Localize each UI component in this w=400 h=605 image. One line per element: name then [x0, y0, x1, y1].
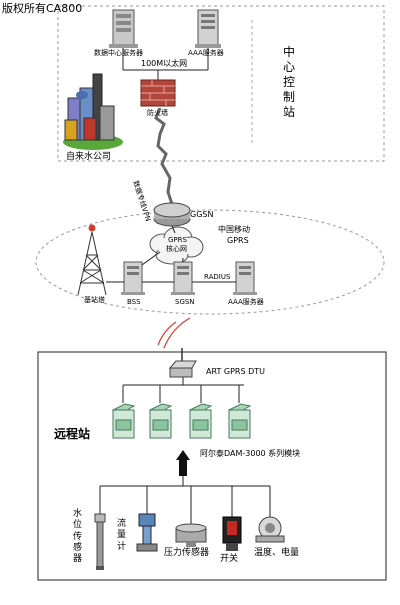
dam-module-2 [148, 403, 173, 439]
dam-module-3 [188, 403, 213, 439]
sgsn-server-icon [171, 261, 195, 295]
vpn-link [154, 107, 174, 205]
firewall-label: 防火墙 [147, 109, 168, 117]
switch-label: 开关 [220, 554, 239, 564]
gprs-dtu-icon [168, 348, 197, 378]
ggsn-label: GGSN [190, 210, 214, 219]
radio-waves-icon [157, 317, 191, 349]
data-server-icon [109, 9, 138, 48]
water-company-icon [63, 73, 123, 150]
core-label-line2: 核心网 [166, 245, 187, 253]
aaa-server-top-label: AAA服务器 [188, 49, 224, 57]
remote-station-title: 远程站 [54, 427, 91, 441]
aaa-server-bottom-label: AAA服务器 [228, 298, 264, 306]
water-level-sensor-icon [94, 513, 106, 570]
base-tower-icon [77, 224, 107, 296]
dam-module-4 [227, 403, 252, 439]
ethernet-label: 100M以太网 [141, 59, 188, 68]
firewall-icon [140, 79, 176, 107]
dtu-label: ART GPRS DTU [206, 367, 265, 376]
water-level-sensor-label: 水位传感器 [72, 509, 82, 564]
operator-label-line2: GPRS [227, 236, 249, 245]
temperature-power-label: 温度、电量 [254, 548, 300, 558]
ggsn-router-icon [153, 202, 191, 227]
modules-label: 阿尔泰DAM-3000 系列模块 [200, 449, 301, 458]
water-company-label: 自来水公司 [66, 152, 112, 162]
gprs-network-ellipse [35, 209, 385, 315]
flow-meter-label: 流量计 [116, 519, 126, 552]
data-server-label: 数据中心服务器 [94, 49, 143, 57]
control-center-frame [57, 5, 385, 162]
pressure-sensor-icon [175, 523, 207, 547]
remote-station-frame [37, 351, 387, 581]
radius-label: RADIUS [204, 273, 231, 281]
tower-label: 基站塔 [84, 296, 105, 304]
aaa-server-bottom-icon [233, 261, 257, 295]
bss-server-icon [121, 261, 145, 295]
dam-module-1 [111, 403, 136, 439]
temperature-power-meter-icon [255, 516, 285, 543]
copyright-text: 版权所有CA800 [2, 2, 83, 15]
flow-meter-icon [136, 513, 158, 552]
pressure-sensor-label: 压力传感器 [164, 548, 210, 558]
control-center-label: 中心控制站 [282, 45, 295, 119]
bss-label: BSS [127, 298, 141, 306]
switch-icon [222, 516, 242, 551]
up-arrow-icon [176, 450, 190, 476]
sgsn-label: SGSN [175, 298, 195, 306]
core-label-line1: GPRS [168, 236, 187, 244]
aaa-server-top-icon [195, 9, 221, 48]
operator-label-line1: 中国移动 [218, 225, 250, 234]
